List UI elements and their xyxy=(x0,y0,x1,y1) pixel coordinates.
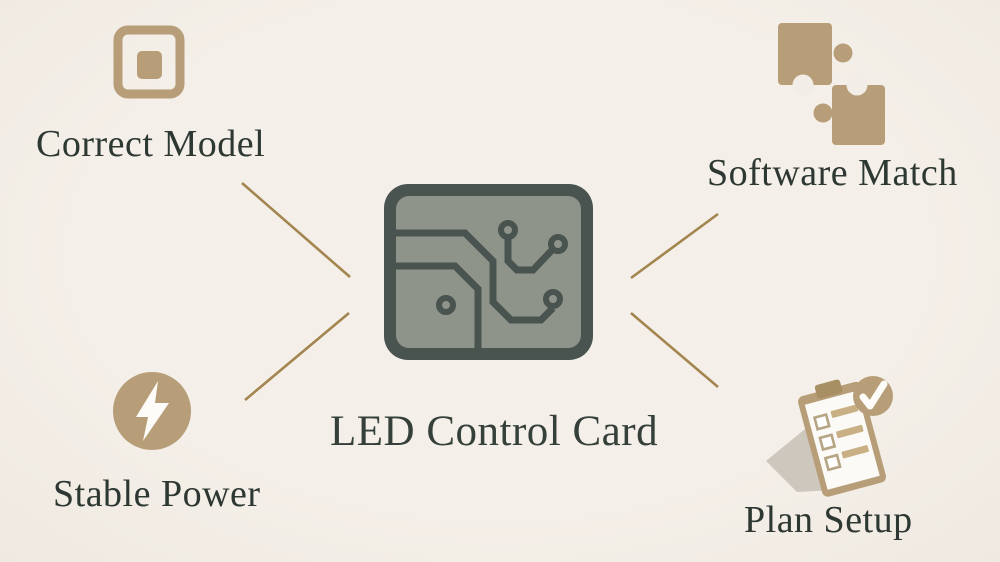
connector-bottom-right xyxy=(630,312,719,388)
center-node-label: LED Control Card xyxy=(330,408,659,455)
connector-top-left xyxy=(241,182,351,278)
node-stable-power xyxy=(112,371,192,451)
framed-square-icon xyxy=(113,25,185,99)
node-label-stable-power: Stable Power xyxy=(53,473,261,515)
lightning-bolt-icon xyxy=(113,372,191,450)
connector-bottom-left xyxy=(244,312,350,401)
puzzle-pieces-icon xyxy=(778,23,885,145)
node-label-plan-setup: Plan Setup xyxy=(744,499,913,541)
via-dot xyxy=(543,289,563,309)
clipboard-checklist-icon xyxy=(766,376,893,497)
node-plan-setup xyxy=(763,363,905,505)
node-software-match xyxy=(773,18,887,148)
node-label-software-match: Software Match xyxy=(707,152,958,194)
node-label-correct-model: Correct Model xyxy=(36,123,266,165)
center-node xyxy=(381,181,596,363)
node-correct-model xyxy=(113,25,185,99)
circuit-board-icon xyxy=(384,184,593,360)
via-dot xyxy=(548,234,568,254)
connector-top-right xyxy=(630,212,719,280)
via-dot xyxy=(498,220,518,240)
via-dot xyxy=(436,295,456,315)
